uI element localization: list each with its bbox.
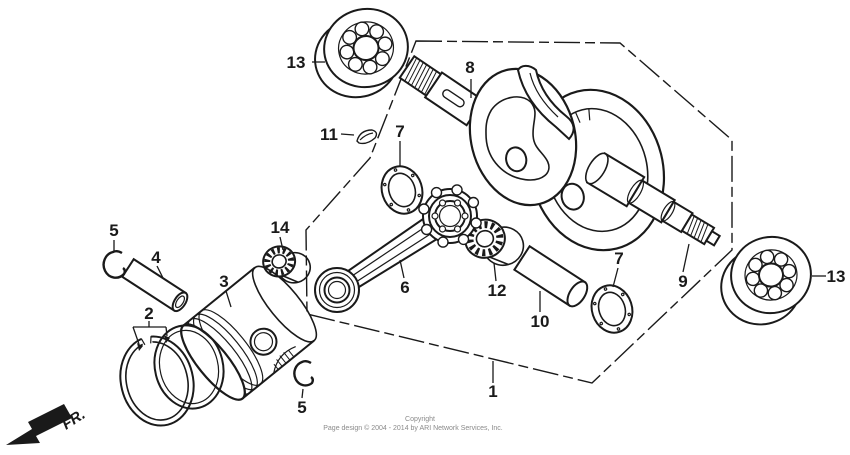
needle-bearing-small-end — [262, 245, 312, 284]
woodruff-key — [356, 129, 378, 145]
piston-pin — [120, 257, 189, 313]
callout-11: 11 — [320, 125, 338, 144]
callout-5: 5 — [109, 221, 118, 240]
crank-pin — [512, 244, 589, 308]
callout-5: 5 — [297, 398, 306, 417]
crank-web-arm-fold — [529, 72, 559, 118]
callout-10: 10 — [531, 312, 550, 331]
connecting-rod-small-end — [314, 267, 360, 313]
ball-bearing-right — [720, 235, 812, 326]
crank-web-arm — [516, 64, 575, 141]
callout-14: 14 — [271, 218, 290, 237]
callout-7: 7 — [614, 249, 623, 268]
callout-3: 3 — [219, 272, 228, 291]
needle-bearing-big-end — [463, 218, 525, 267]
callout-1: 1 — [488, 382, 497, 401]
callout-8: 8 — [465, 58, 474, 77]
watermark-line1: Copyright — [405, 416, 435, 423]
keyway-slot — [442, 89, 465, 108]
crankshaft-right-shaft — [584, 152, 722, 247]
callout-9: 9 — [678, 272, 687, 291]
assembly-border — [305, 40, 733, 384]
crankshaft — [398, 54, 722, 252]
leader-lines — [113, 61, 826, 399]
watermark: Copyright Page design © 2004 - 2014 by A… — [323, 416, 503, 432]
watermark-line2: Page design © 2004 - 2014 by ARI Network… — [323, 424, 503, 432]
thrust-washer-left — [380, 165, 424, 215]
callout-13: 13 — [827, 267, 846, 286]
crankshaft-left-stub — [398, 54, 485, 127]
front-direction-indicator: FR. — [6, 404, 88, 445]
front-arrow-icon — [6, 404, 72, 445]
callout-6: 6 — [400, 278, 409, 297]
connecting-rod-big-end — [418, 184, 482, 248]
piston-rings — [119, 324, 225, 427]
circlip-upper — [102, 250, 126, 279]
ball-bearing-left — [314, 7, 409, 99]
callout-2: 2 — [144, 304, 153, 323]
circlip-lower — [293, 360, 314, 387]
callout-7: 7 — [395, 122, 404, 141]
callout-13: 13 — [287, 53, 306, 72]
callout-12: 12 — [488, 281, 507, 300]
callout-4: 4 — [151, 248, 161, 267]
callout-numbers: 13 8 11 7 14 5 4 2 3 5 6 12 10 7 9 13 1 — [109, 53, 845, 417]
connecting-rod — [314, 184, 482, 313]
piston — [180, 265, 318, 401]
thrust-washer-right — [590, 284, 634, 334]
